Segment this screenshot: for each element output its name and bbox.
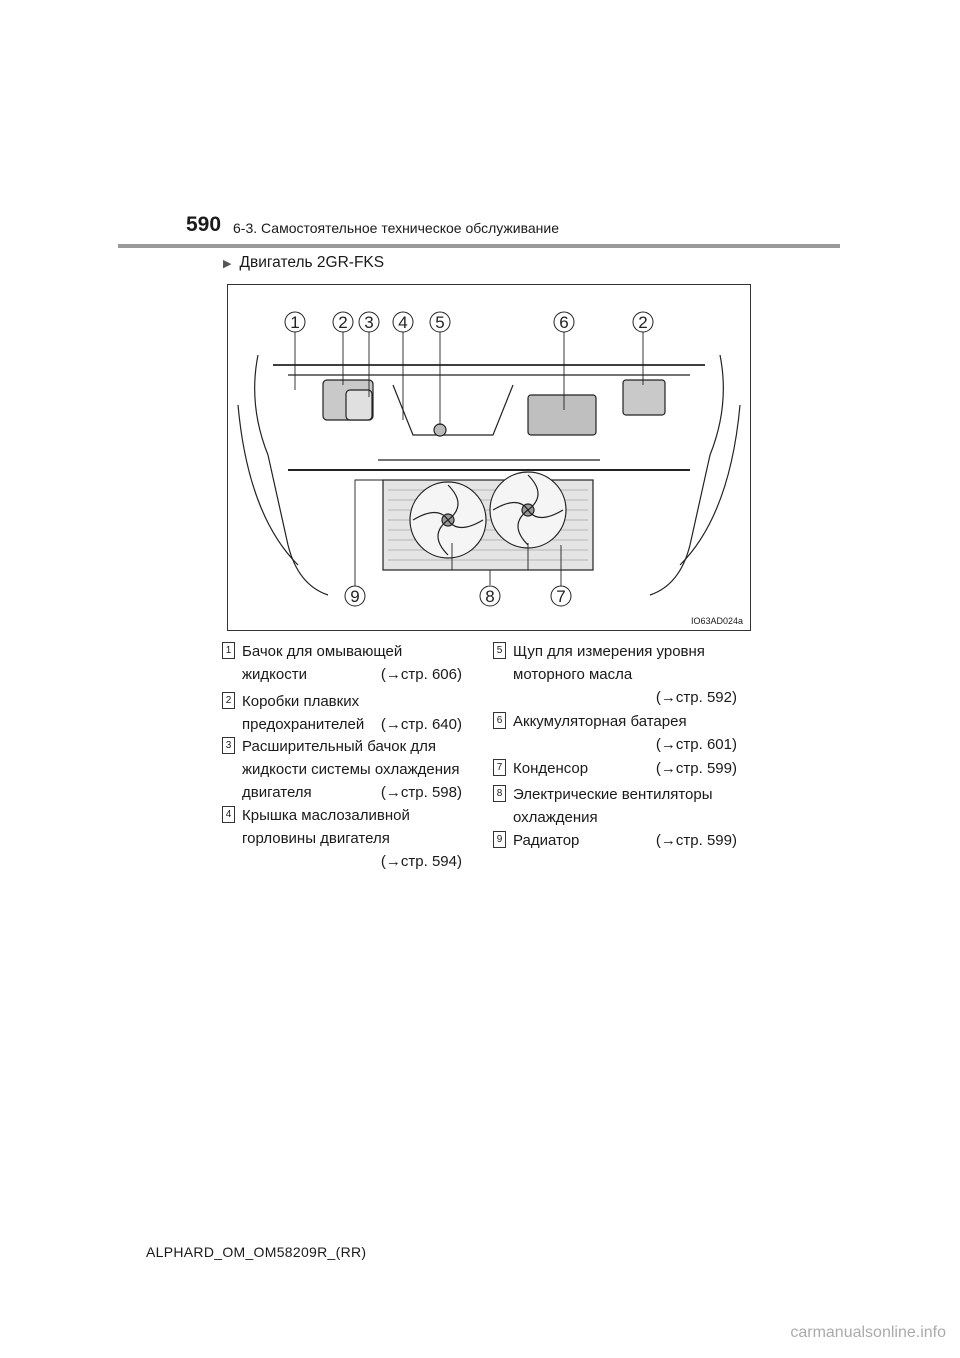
legend-text: предохранителей(→стр. 640) — [222, 713, 462, 736]
legend-text: горловины двигателя — [222, 827, 462, 850]
legend-number: 7 — [493, 759, 506, 776]
legend-number: 6 — [493, 712, 506, 729]
legend-text: Аккумуляторная батарея — [493, 710, 737, 733]
callout-6: 6 — [559, 313, 568, 332]
page-ref: (→стр. 606) — [381, 663, 462, 686]
engine-compartment-illustration: 1 2 3 4 5 6 2 9 8 7 — [228, 285, 750, 630]
callout-9: 9 — [350, 587, 359, 606]
legend-text: охлаждения — [493, 806, 737, 829]
legend-text: (→стр. 594) — [222, 850, 462, 873]
legend-number: 5 — [493, 642, 506, 659]
legend-text: жидкости системы охлаждения — [222, 758, 462, 781]
triangle-right-icon: ▶ — [223, 257, 231, 270]
page-ref: (→стр. 599) — [656, 757, 737, 780]
callout-2b: 2 — [638, 313, 647, 332]
legend-text: (→стр. 592) — [493, 686, 737, 709]
legend-item-2: 2 Коробки плавких предохранителей(→стр. … — [222, 690, 462, 736]
legend-number: 3 — [222, 737, 235, 754]
section-title: 6-3. Самостоятельное техническое обслужи… — [233, 220, 559, 236]
legend-number: 9 — [493, 831, 506, 848]
page-ref: (→стр. 598) — [381, 781, 462, 804]
page-ref: (→стр. 640) — [381, 713, 462, 736]
engine-compartment-figure: 1 2 3 4 5 6 2 9 8 7 IO63AD024a — [227, 284, 751, 631]
page-ref: (→стр. 594) — [381, 850, 462, 873]
legend-item-8: 8 Электрические вентиляторы охлаждения — [493, 783, 737, 829]
legend-item-5: 5 Щуп для измерения уровня моторного мас… — [493, 640, 737, 709]
header-divider — [118, 244, 840, 248]
legend-number: 1 — [222, 642, 235, 659]
callout-5: 5 — [435, 313, 444, 332]
legend-text: жидкости(→стр. 606) — [222, 663, 462, 686]
legend-text: Щуп для измерения уровня — [493, 640, 737, 663]
legend-text: Крышка маслозаливной — [222, 804, 462, 827]
legend-item-9: 9 Радиатор(→стр. 599) — [493, 829, 737, 852]
legend-number: 2 — [222, 692, 235, 709]
page-ref: (→стр. 592) — [656, 686, 737, 709]
legend-number: 8 — [493, 785, 506, 802]
legend-text: Бачок для омывающей — [222, 640, 462, 663]
legend-number: 4 — [222, 806, 235, 823]
subsection-title: Двигатель 2GR-FKS — [239, 254, 384, 272]
legend-text: Электрические вентиляторы — [493, 783, 737, 806]
legend-text: Конденсор(→стр. 599) — [493, 757, 737, 780]
legend-text: Коробки плавких — [222, 690, 462, 713]
legend-text: моторного масла — [493, 663, 737, 686]
figure-code: IO63AD024a — [689, 616, 745, 626]
watermark[interactable]: carmanualsonline.info — [790, 1324, 946, 1342]
page-ref: (→стр. 599) — [656, 829, 737, 852]
callout-3: 3 — [364, 313, 373, 332]
subsection-heading: ▶ Двигатель 2GR-FKS — [223, 254, 384, 272]
footer-model-code: ALPHARD_OM_OM58209R_(RR) — [146, 1244, 366, 1260]
callout-8: 8 — [485, 587, 494, 606]
legend-text: Расширительный бачок для — [222, 735, 462, 758]
legend-item-6: 6 Аккумуляторная батарея (→стр. 601) — [493, 710, 737, 756]
legend-item-3: 3 Расширительный бачок для жидкости сист… — [222, 735, 462, 804]
callout-2: 2 — [338, 313, 347, 332]
page-number: 590 — [186, 213, 221, 237]
callout-7: 7 — [556, 587, 565, 606]
legend-item-7: 7 Конденсор(→стр. 599) — [493, 757, 737, 780]
callout-1: 1 — [290, 313, 299, 332]
legend-text: Радиатор(→стр. 599) — [493, 829, 737, 852]
callout-4: 4 — [398, 313, 407, 332]
legend-item-1: 1 Бачок для омывающей жидкости(→стр. 606… — [222, 640, 462, 686]
legend-text: двигателя(→стр. 598) — [222, 781, 462, 804]
legend-item-4: 4 Крышка маслозаливной горловины двигате… — [222, 804, 462, 873]
page-ref: (→стр. 601) — [656, 733, 737, 756]
legend-text: (→стр. 601) — [493, 733, 737, 756]
